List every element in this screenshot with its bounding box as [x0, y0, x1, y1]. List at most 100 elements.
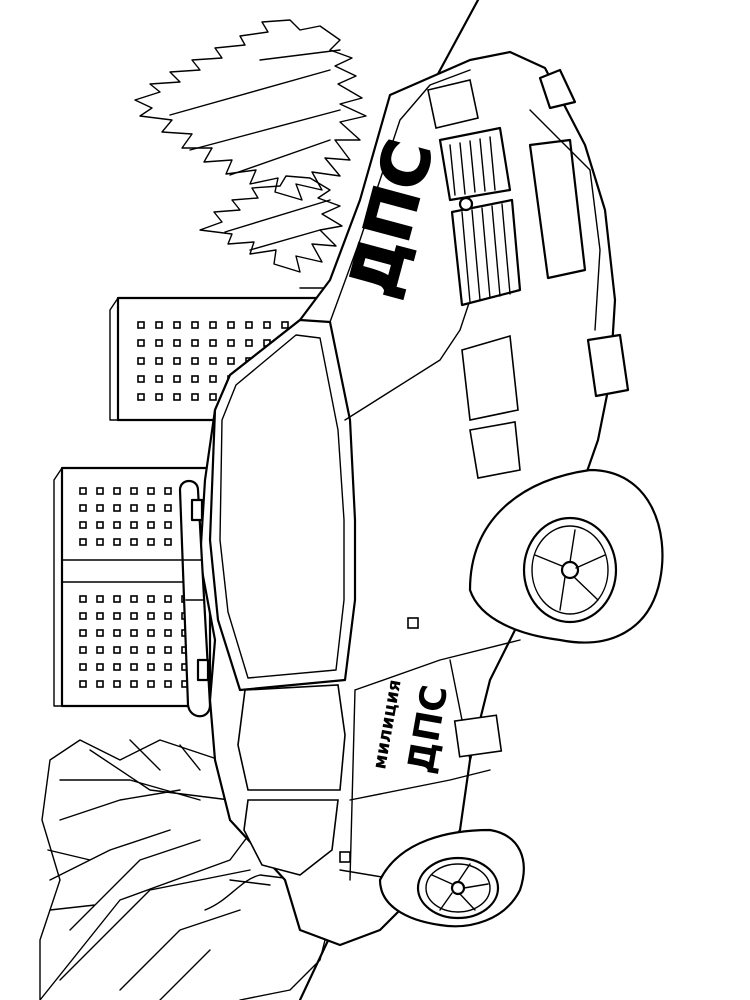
- headlight: [469, 421, 521, 479]
- door-emblem: [453, 714, 503, 758]
- building-window: [113, 538, 121, 546]
- building-window: [79, 663, 87, 671]
- apartment-building: [53, 466, 212, 708]
- conifer-tree-icon: [134, 19, 367, 201]
- building-window: [245, 321, 253, 329]
- side-window: [237, 684, 346, 791]
- building-window: [79, 487, 87, 495]
- building-window: [147, 521, 155, 529]
- building-window: [155, 357, 163, 365]
- building-window: [209, 321, 217, 329]
- building-window: [130, 680, 138, 688]
- building-window: [79, 629, 87, 637]
- building-window: [155, 321, 163, 329]
- building-window: [147, 595, 155, 603]
- building-window: [209, 357, 217, 365]
- hood-emblem: [458, 196, 474, 212]
- building-window: [96, 612, 104, 620]
- headlight: [427, 79, 479, 129]
- building-window: [147, 504, 155, 512]
- building-window: [191, 339, 199, 347]
- building-window: [96, 629, 104, 637]
- building-window: [130, 646, 138, 654]
- building-window: [79, 595, 87, 603]
- building-window: [155, 375, 163, 383]
- building-window: [209, 375, 217, 383]
- side-window: [243, 799, 339, 876]
- building-window: [147, 663, 155, 671]
- building-window: [173, 393, 181, 401]
- building-window: [245, 339, 253, 347]
- grille: [438, 126, 512, 202]
- door-handle: [407, 617, 419, 629]
- building-window: [137, 393, 145, 401]
- building-window: [130, 504, 138, 512]
- conifer-tree-icon: [199, 175, 343, 273]
- building-window: [173, 339, 181, 347]
- building-window: [79, 521, 87, 529]
- building-window: [137, 357, 145, 365]
- building-window: [130, 487, 138, 495]
- building-window: [113, 504, 121, 512]
- building-window: [130, 538, 138, 546]
- license-plate: [528, 138, 587, 280]
- rear-wheel: [378, 828, 525, 928]
- building-window: [209, 339, 217, 347]
- building-window: [173, 321, 181, 329]
- building-window: [164, 538, 172, 546]
- building-window: [147, 680, 155, 688]
- building-window: [96, 487, 104, 495]
- building-window: [130, 521, 138, 529]
- building-window: [113, 521, 121, 529]
- building-window: [96, 646, 104, 654]
- building-window: [147, 612, 155, 620]
- building-window: [173, 375, 181, 383]
- building-window: [96, 663, 104, 671]
- building-window: [130, 612, 138, 620]
- building-window: [164, 646, 172, 654]
- building-window: [191, 357, 199, 365]
- building-window: [191, 321, 199, 329]
- building-window: [113, 629, 121, 637]
- building-window: [155, 393, 163, 401]
- building-window: [137, 375, 145, 383]
- building-window: [130, 595, 138, 603]
- building-window: [173, 357, 181, 365]
- building-window: [79, 646, 87, 654]
- building-window: [130, 663, 138, 671]
- building-window: [79, 504, 87, 512]
- building-window: [113, 612, 121, 620]
- building-window: [209, 393, 217, 401]
- building-window: [113, 487, 121, 495]
- building-window: [79, 612, 87, 620]
- building-window: [137, 339, 145, 347]
- road-edge-line: [430, 0, 480, 87]
- building-window: [164, 595, 172, 603]
- roof-light-bar: [178, 479, 212, 718]
- building-window: [113, 680, 121, 688]
- building-window: [164, 504, 172, 512]
- building-window: [227, 339, 235, 347]
- building-window: [263, 321, 271, 329]
- building-window: [147, 538, 155, 546]
- building-window: [227, 357, 235, 365]
- building-window: [155, 339, 163, 347]
- building-window: [79, 538, 87, 546]
- building-window: [147, 646, 155, 654]
- building-window: [113, 595, 121, 603]
- building-window: [164, 612, 172, 620]
- headlight: [461, 334, 519, 421]
- building-window: [137, 321, 145, 329]
- building-window: [96, 504, 104, 512]
- building-window: [96, 680, 104, 688]
- building-window: [191, 375, 199, 383]
- building-window: [130, 629, 138, 637]
- door-handle: [339, 851, 351, 863]
- building-window: [164, 629, 172, 637]
- building-window: [96, 538, 104, 546]
- front-wheel: [468, 468, 664, 644]
- building-window: [147, 629, 155, 637]
- building-window: [147, 487, 155, 495]
- building-window: [164, 521, 172, 529]
